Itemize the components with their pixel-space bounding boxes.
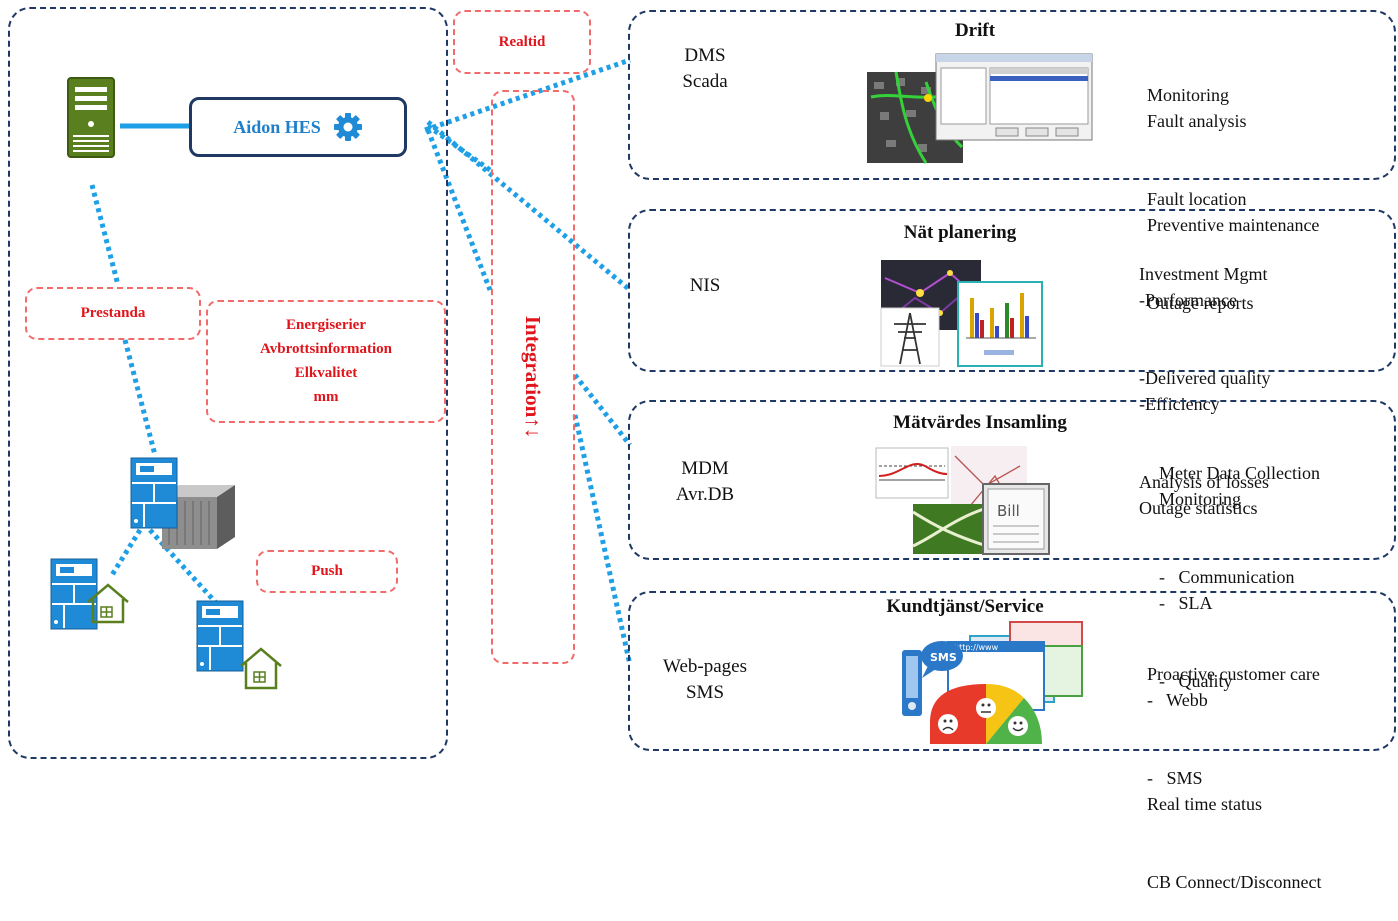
house-left-icon [87,583,129,624]
gear-icon [333,113,362,141]
panel-nat-planering [628,209,1396,372]
link-server-down [89,184,121,286]
realtid-tag: Realtid [453,10,591,74]
info-line: Elkvalitet [294,365,358,381]
integration-label: Integration↑↓ [521,315,545,439]
panel-drift [628,10,1396,180]
panel-kundtjanst-service [628,591,1396,751]
meter-right-icon [196,600,244,672]
panel-title: Mätvärdes Insamling [893,412,1067,433]
info-box: Energiserier Avbrottsinformation Elkvali… [206,300,446,423]
prestanda-tag: Prestanda [25,287,201,340]
function-list: Investment Mgmt-Performance -Delivered q… [1139,264,1271,518]
house-right-icon [240,647,282,690]
meter-main-icon [130,457,178,529]
info-line: Energiserier [286,317,366,333]
system-label: NIS [689,275,721,296]
panel-title: Nät planering [903,222,1017,243]
meter-data-image: Bill [875,446,1050,555]
hes-label: Aidon HES [233,116,321,137]
drift-map-image [867,53,1093,164]
info-line: mm [313,389,339,405]
browser-url: http://www [954,643,999,652]
push-tag: Push [256,550,398,593]
panel-matvardes-insamling [628,400,1396,560]
bill-text: Bill [997,502,1020,520]
link-meter-left [109,528,143,577]
connection-lines [89,57,633,666]
link-integration-web [572,414,633,666]
network-planning-image [880,260,1043,367]
meter-left-icon [50,558,98,630]
hes-box[interactable]: Aidon HES [189,97,407,157]
panel-title: Kundtjänst/Service [886,596,1044,617]
sms-badge: SMS [930,651,957,664]
server-icon [67,77,115,158]
link-integration-mdm [573,373,632,447]
info-line: Avbrottsinformation [260,341,392,357]
link-meter-right [148,528,220,607]
link-prestanda-meter [122,339,158,456]
integration-bar [491,90,575,664]
panel-title: Drift [954,20,996,41]
customer-service-image: http://www SMS [902,621,1083,744]
left-area [8,7,448,759]
